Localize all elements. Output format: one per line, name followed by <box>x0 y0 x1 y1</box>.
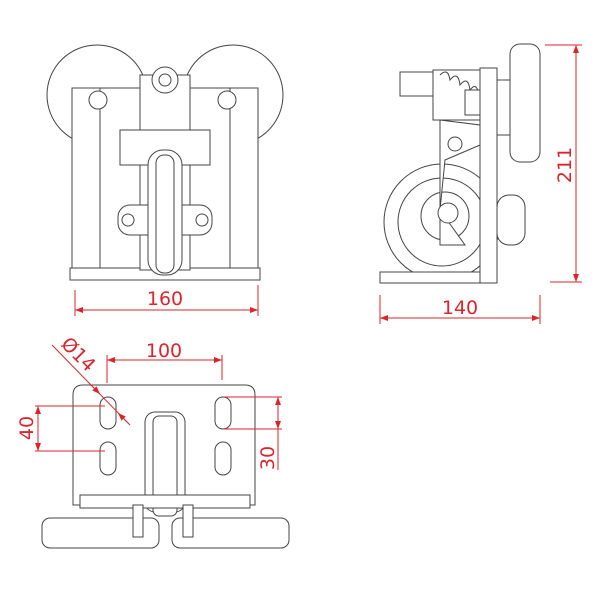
dim-hole-spacing: 100 <box>106 340 223 383</box>
dim-side-width: 140 <box>379 295 541 324</box>
dim-front-width: 160 <box>74 285 259 316</box>
bottom-view <box>41 384 290 549</box>
dim-211-label: 211 <box>554 147 576 183</box>
dim-40-label: 40 <box>16 416 38 440</box>
dim-diameter-label: Ø14 <box>56 333 99 376</box>
dim-140-label: 140 <box>442 297 478 319</box>
dim-30-label: 30 <box>257 446 279 470</box>
dim-slot-length: 30 <box>224 396 282 470</box>
front-view <box>46 44 284 281</box>
side-view <box>379 43 541 284</box>
dim-160-label: 160 <box>147 288 183 310</box>
dim-side-height: 211 <box>545 44 582 283</box>
dim-slot-spacing: 40 <box>16 405 105 452</box>
dim-100-label: 100 <box>146 340 182 362</box>
